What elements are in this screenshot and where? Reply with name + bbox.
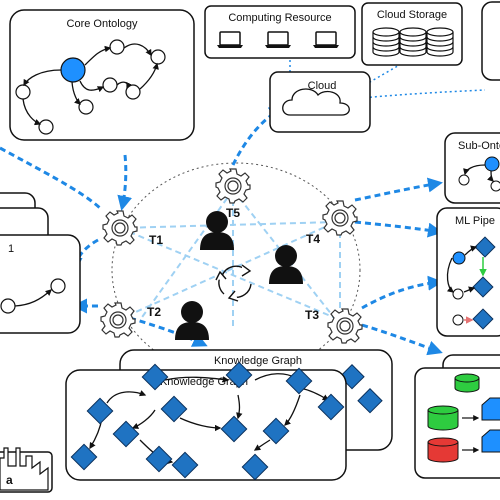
- graph-node: [171, 451, 199, 479]
- red-dataset-icon: [427, 442, 459, 463]
- graph-node: [241, 453, 269, 481]
- task-label-t5: T5: [226, 206, 240, 220]
- core-node: [38, 119, 54, 135]
- core-node: [125, 84, 141, 100]
- cloud-title: Cloud: [308, 80, 337, 92]
- graph-node: [112, 420, 140, 448]
- left-node: [0, 298, 16, 314]
- task-gear-icon: [322, 200, 358, 236]
- ml-step: [472, 276, 494, 298]
- left-panel-title: 1: [8, 243, 14, 255]
- task-label-t3: T3: [305, 308, 319, 322]
- ml-node: [452, 314, 464, 326]
- graph-node: [141, 363, 169, 391]
- graph-node: [160, 395, 188, 423]
- knowledge-graph-back-title: Knowledge Graph: [214, 355, 302, 367]
- cloud-storage-title: Cloud Storage: [377, 9, 447, 21]
- sub-ontology-title: Sub-Onto: [458, 140, 500, 152]
- graph-node: [285, 367, 313, 395]
- laptop-icon: [216, 31, 244, 49]
- left-node: [50, 278, 66, 294]
- core-node: [78, 99, 94, 115]
- core-node: [102, 77, 118, 93]
- left-panel-stack: 1: [0, 192, 81, 334]
- core-ontology-panel: Core Ontology: [9, 9, 195, 141]
- bottom-left-label: a: [6, 473, 13, 487]
- user-icon: [175, 301, 209, 340]
- knowledge-graph-front-panel: Knowledge Graph: [65, 361, 347, 481]
- graph-node: [220, 415, 248, 443]
- task-gear-icon: [102, 210, 138, 246]
- laptop-icon: [264, 31, 292, 49]
- sub-node: [458, 174, 470, 186]
- top-right-panel-fragment: [481, 1, 500, 81]
- core-node: [150, 49, 166, 65]
- core-ontology-title: Core Ontology: [67, 18, 138, 30]
- database-icon: [399, 27, 427, 57]
- sub-node: [490, 180, 500, 192]
- cycle-icon: [215, 264, 252, 302]
- ml-step: [472, 308, 494, 330]
- process-cube-icon: [481, 397, 500, 421]
- task-label-t1: T1: [149, 233, 163, 247]
- task-gear-icon: [215, 168, 251, 204]
- graph-node: [262, 417, 290, 445]
- cloud-storage-panel: Cloud Storage: [361, 2, 463, 66]
- core-node-root: [60, 57, 86, 83]
- computing-resource-panel: Computing Resource: [204, 5, 356, 59]
- ml-pipeline-panel: ML Pipe: [436, 207, 500, 337]
- cloud-panel: Cloud: [269, 71, 371, 133]
- cloud-icon: [282, 88, 350, 116]
- sub-ontology-panel: Sub-Onto: [444, 132, 500, 204]
- task-label-t2: T2: [147, 305, 161, 319]
- core-node: [109, 39, 125, 55]
- data-pipeline-panel: [414, 354, 500, 479]
- factory-icon: [0, 447, 49, 491]
- laptop-icon: [312, 31, 340, 49]
- task-gear-icon: [100, 302, 136, 338]
- database-icon: [372, 27, 400, 57]
- computing-resource-title: Computing Resource: [228, 12, 331, 24]
- task-label-t4: T4: [306, 232, 320, 246]
- green-dataset-icon: [427, 410, 459, 431]
- graph-node: [145, 445, 173, 473]
- graph-node: [70, 443, 98, 471]
- ml-step: [474, 236, 496, 258]
- ml-node-input: [452, 251, 466, 265]
- task-gear-icon: [327, 308, 363, 344]
- graph-node: [225, 361, 253, 389]
- ml-node: [452, 288, 464, 300]
- bottom-left-panel-fragment: a: [0, 447, 53, 493]
- ml-pipeline-title: ML Pipe: [455, 215, 495, 227]
- graph-node: [86, 397, 114, 425]
- sub-node-root: [484, 156, 500, 172]
- graph-node: [317, 393, 345, 421]
- database-icon: [426, 27, 454, 57]
- core-node: [15, 84, 31, 100]
- process-cube-icon: [481, 429, 500, 453]
